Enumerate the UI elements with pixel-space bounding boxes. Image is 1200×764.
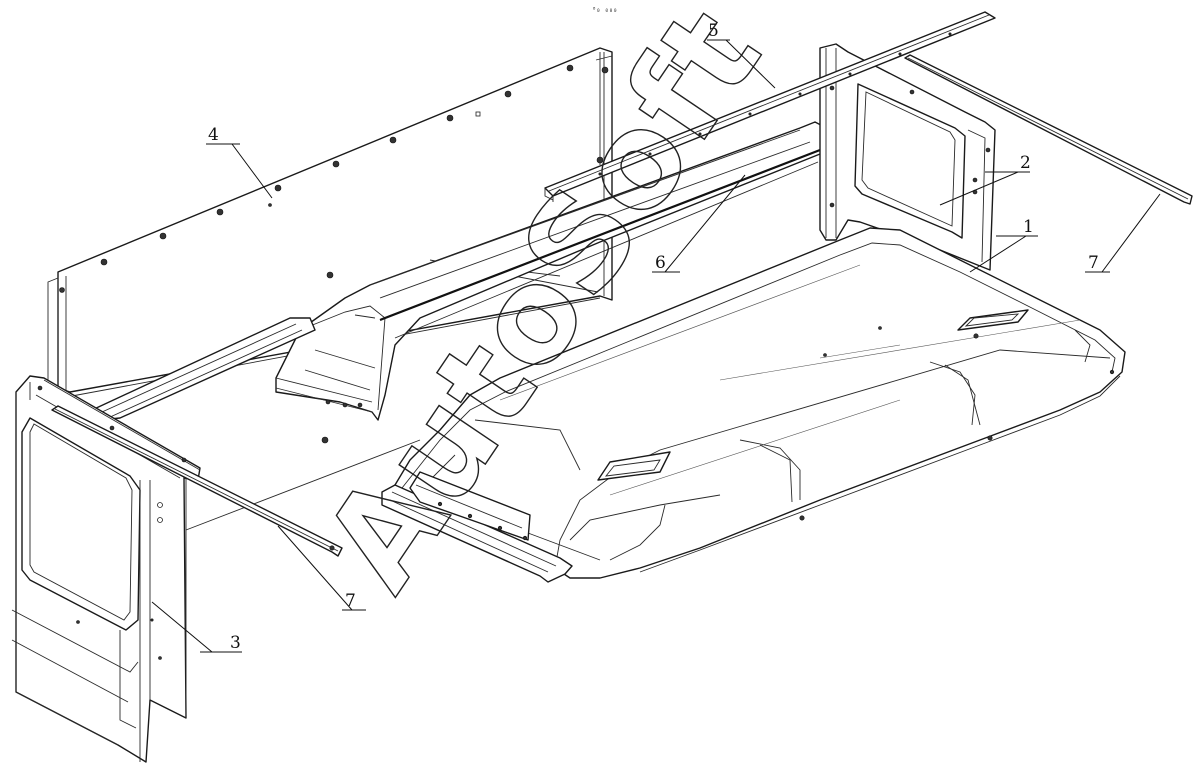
part-3-front-panel bbox=[11, 375, 201, 763]
callout-2: 2 bbox=[1020, 153, 1031, 173]
callout-4: 4 bbox=[208, 125, 219, 145]
part-2-rear-panel bbox=[819, 43, 996, 271]
part-7-right-strip bbox=[904, 54, 1193, 205]
part-5-molding-strip bbox=[544, 11, 996, 202]
callout-3: 3 bbox=[230, 633, 241, 653]
roof-front-molding bbox=[381, 471, 573, 583]
part-7-left-strip bbox=[51, 405, 343, 557]
header-mark: ⁰₀ ₀₀₀ bbox=[592, 6, 617, 14]
callout-7-left: 7 bbox=[345, 591, 356, 611]
callout-1: 1 bbox=[1023, 217, 1034, 237]
part-1-roof-shell bbox=[391, 227, 1126, 579]
leader-lines bbox=[151, 39, 1161, 653]
callout-5: 5 bbox=[708, 21, 719, 41]
callout-6: 6 bbox=[655, 253, 666, 273]
callout-7-right: 7 bbox=[1088, 253, 1099, 273]
